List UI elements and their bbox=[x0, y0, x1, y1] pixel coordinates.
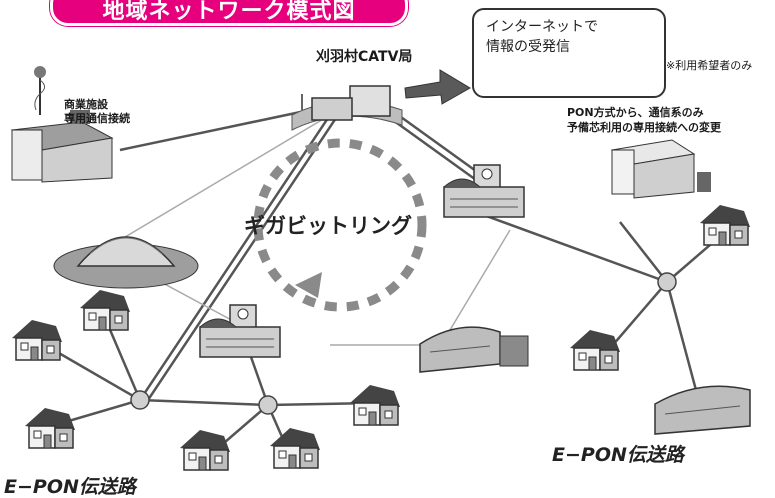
commercial-building bbox=[10, 66, 114, 183]
epon-label-left: E−PON伝送路 bbox=[4, 476, 136, 498]
house-icon bbox=[24, 407, 76, 449]
house-icon bbox=[179, 429, 231, 471]
house-icon bbox=[699, 204, 751, 246]
school-icon-right bbox=[443, 164, 525, 218]
pon-note-1: PON方式から、通信系のみ bbox=[567, 106, 704, 119]
gym-building-center bbox=[419, 326, 529, 373]
gigabit-ring bbox=[253, 138, 427, 312]
epon-label-right: E−PON伝送路 bbox=[552, 444, 684, 466]
catv-station bbox=[291, 85, 403, 131]
dome-icon bbox=[53, 236, 199, 289]
catv-label: 刈羽村CATV局 bbox=[316, 49, 413, 65]
pon-note-2: 予備芯利用の専用接続への変更 bbox=[567, 121, 721, 134]
applicants-note: ※利用希望者のみ bbox=[666, 59, 753, 72]
internet-label-2: 情報の受発信 bbox=[486, 39, 570, 55]
splitter-nodes bbox=[130, 272, 677, 415]
title-banner: 地域ネットワーク模式図 bbox=[50, 0, 408, 26]
page-title: 地域ネットワーク模式図 bbox=[102, 0, 356, 24]
connection-lines bbox=[44, 108, 726, 456]
gym-building-right bbox=[654, 385, 751, 435]
house-icon bbox=[79, 289, 131, 331]
internet-label-1: インターネットで bbox=[486, 19, 598, 35]
pon-facility bbox=[610, 139, 711, 199]
gigabit-ring-label: ギガビットリング bbox=[244, 214, 412, 238]
house-icon bbox=[349, 384, 401, 426]
house-icon bbox=[569, 329, 621, 371]
commercial-label-1: 商業施設 bbox=[64, 98, 108, 111]
secondary-lines bbox=[119, 114, 511, 346]
arrow-icon bbox=[404, 69, 471, 105]
house-icon bbox=[269, 427, 321, 469]
commercial-label-2: 専用通信接続 bbox=[64, 112, 130, 125]
internet-callout: インターネットで 情報の受発信 bbox=[472, 8, 666, 98]
house-icon bbox=[11, 319, 63, 361]
school-icon-center bbox=[199, 304, 281, 358]
